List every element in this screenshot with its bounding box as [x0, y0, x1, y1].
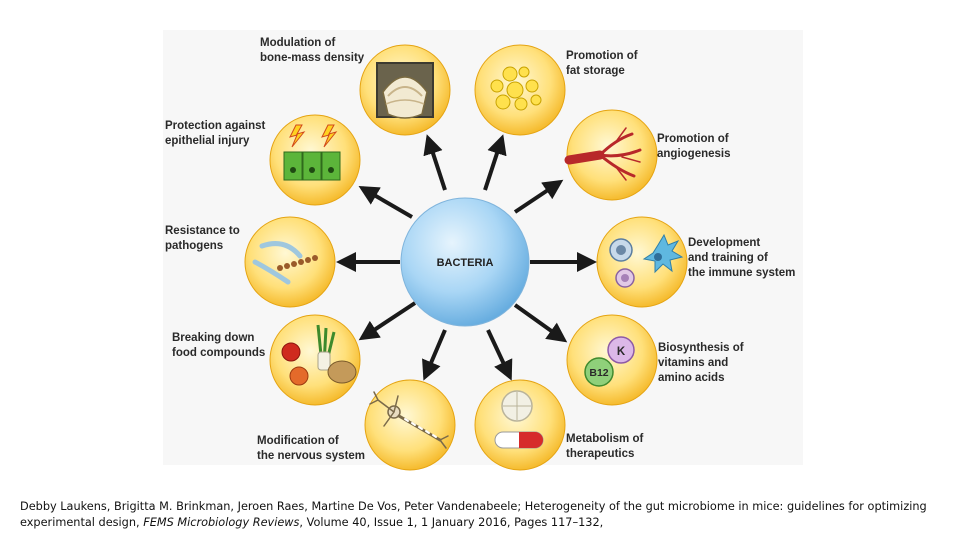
label-epithelial: Protection against epithelial injury	[165, 120, 265, 147]
label-fat-line: fat storage	[566, 65, 625, 77]
label-pathogens: Resistance to pathogens	[165, 225, 240, 252]
immune-cells-icon	[609, 233, 684, 288]
label-therapeutics: Metabolism of therapeutics	[566, 433, 643, 460]
neuron-icon	[369, 391, 449, 449]
label-immune-line: Development	[688, 237, 760, 249]
label-epithelial-line: Protection against	[165, 120, 265, 132]
label-vitamins-line: vitamins and	[658, 357, 728, 369]
citation-journal: FEMS Microbiology Reviews	[143, 516, 300, 529]
label-immune-line: the immune system	[688, 267, 795, 279]
label-therapeutics-line: therapeutics	[566, 448, 634, 460]
vegetables-icon	[281, 324, 357, 386]
label-therapeutics-line: Metabolism of	[566, 433, 643, 445]
label-vitamins: Biosynthesis of vitamins and amino acids	[658, 342, 744, 384]
pill-capsule-icon	[494, 390, 544, 449]
citation-caption: Debby Laukens, Brigitta M. Brinkman, Jer…	[20, 499, 945, 531]
label-fat-line: Promotion of	[566, 50, 638, 62]
node-angio	[564, 109, 658, 201]
arrow-bone	[423, 134, 447, 191]
fat-droplets-icon	[490, 66, 542, 111]
label-vitamins-line: amino acids	[658, 372, 724, 384]
node-epithelial	[269, 114, 361, 206]
node-fat	[474, 44, 566, 136]
center-label: BACTERIA	[437, 257, 494, 269]
epithelial-cells-icon	[283, 124, 341, 181]
blood-vessel-icon	[564, 127, 642, 181]
bone-tissue-icon	[376, 62, 434, 119]
arrow-therapeutics	[486, 329, 513, 381]
label-pathogens-line: Resistance to	[165, 225, 240, 237]
label-angio: Promotion of angiogenesis	[657, 133, 731, 160]
label-immune-line: and training of	[688, 252, 768, 264]
label-food: Breaking down food compounds	[172, 332, 265, 359]
bacteria-circle	[400, 197, 530, 327]
gut-microbiome-diagram: BACTERIA	[165, 37, 796, 471]
arrow-epithelial	[358, 185, 414, 219]
vitamin-molecules-icon: K B12	[584, 336, 635, 387]
node-vitamins: K B12	[566, 314, 658, 406]
citation-details: , Volume 40, Issue 1, 1 January 2016, Pa…	[299, 516, 604, 529]
citation-authors: Debby Laukens, Brigitta M. Brinkman, Jer…	[20, 500, 927, 529]
vitamin-b12-label: B12	[589, 367, 608, 379]
label-food-line: Breaking down	[172, 332, 254, 344]
node-therapeutics	[474, 379, 566, 471]
arrows-group	[336, 134, 597, 381]
label-pathogens-line: pathogens	[165, 240, 223, 252]
label-bone-line: Modulation of	[260, 37, 336, 49]
label-bone-line: bone-mass density	[260, 52, 365, 64]
node-immune	[596, 216, 688, 308]
label-vitamins-line: Biosynthesis of	[658, 342, 744, 354]
node-food	[269, 314, 361, 406]
node-bone	[359, 44, 451, 136]
label-bone: Modulation of bone-mass density	[260, 37, 365, 64]
label-angio-line: angiogenesis	[657, 148, 731, 160]
arrow-fat	[483, 134, 507, 191]
arrow-angio	[513, 179, 564, 214]
node-pathogens	[244, 216, 336, 308]
pathogen-bacteria-icon	[252, 241, 318, 285]
arrow-nervous	[422, 329, 447, 381]
label-angio-line: Promotion of	[657, 133, 729, 145]
label-nervous-line: Modification of	[257, 435, 339, 447]
label-epithelial-line: epithelial injury	[165, 135, 250, 147]
label-nervous: Modification of the nervous system	[257, 435, 365, 462]
arrow-food	[358, 301, 417, 341]
label-food-line: food compounds	[172, 347, 265, 359]
arrow-vitamins	[513, 303, 568, 343]
label-fat: Promotion of fat storage	[566, 50, 638, 77]
vitamin-k-label: K	[617, 346, 626, 358]
label-nervous-line: the nervous system	[257, 450, 365, 462]
node-nervous	[364, 379, 456, 471]
label-immune: Development and training of the immune sys…	[688, 237, 795, 279]
